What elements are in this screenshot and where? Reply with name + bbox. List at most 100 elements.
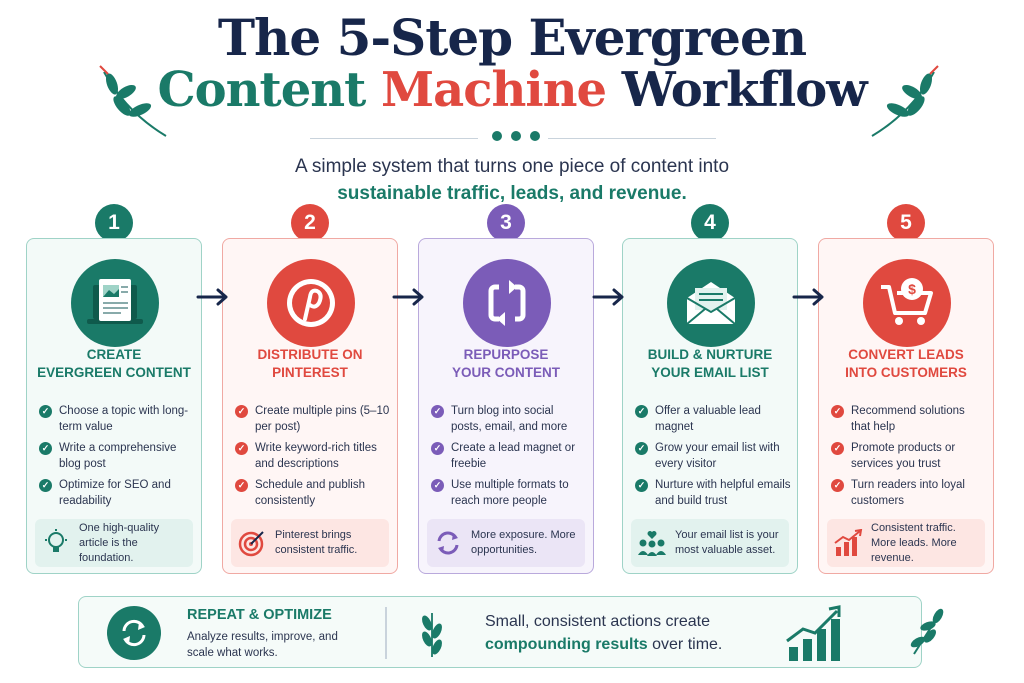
closing-quote: Small, consistent actions create compoun… (485, 610, 722, 656)
growth-chart-icon (833, 528, 863, 558)
step-title-line-2: Pinterest (272, 365, 348, 380)
step-note: One high-quality article is the foundati… (35, 519, 193, 567)
leaf-sprig-icon (422, 613, 442, 657)
checklist-item: ✓ Use multiple formats to reach more peop… (431, 477, 587, 509)
leaf-sprig-right-icon (871, 65, 939, 137)
step-checklist: ✓ Create multiple pins (5–10 per post) ✓ W… (235, 403, 391, 514)
checklist-item: ✓ Promote products or services you trust (831, 440, 987, 472)
check-icon: ✓ (431, 479, 444, 492)
people-heart-icon (637, 528, 667, 558)
step-title-line-2: Into Customers (845, 365, 967, 380)
checklist-text: Grow your email list with every visitor (655, 442, 780, 470)
check-icon: ✓ (831, 442, 844, 455)
title-line-2: Content Machine Workflow (0, 62, 1024, 118)
checklist-item: ✓ Write keyword-rich titles and descripti… (235, 440, 391, 472)
checklist-item: ✓ Turn readers into loyal customers (831, 477, 987, 509)
step-checklist: ✓Choose a topic with long-term value ✓ Wr… (39, 403, 195, 514)
checklist-text: Write keyword-rich titles and descriptio… (255, 442, 377, 470)
step-title-line-1: Repurpose (463, 347, 549, 362)
subtitle-line-2: sustainable traffic, leads, and revenue. (337, 183, 687, 204)
check-icon: ✓ (39, 442, 52, 455)
checklist-text: Write a comprehensive blog post (59, 442, 177, 470)
check-icon: ✓ (831, 405, 844, 418)
arrow-right-icon (196, 288, 228, 306)
divider-right (548, 138, 716, 139)
checklist-item: ✓Choose a topic with long-term value (39, 403, 195, 435)
step-number-1: 1 (95, 204, 133, 242)
checklist-item: ✓Grow your email list with every visitor (635, 440, 791, 472)
divider-left (310, 138, 478, 139)
step-number-5: 5 (887, 204, 925, 242)
check-icon: ✓ (635, 405, 648, 418)
step-title: Convert Leads Into Customers (819, 346, 993, 382)
subtitle-line-1: A simple system that turns one piece of … (294, 156, 730, 177)
arrow-right-icon (392, 288, 424, 306)
step-note-text: Pinterest brings consistent traffic. (275, 529, 358, 556)
leaf-sprig-corner-icon (910, 608, 944, 655)
growth-bar-chart-icon (786, 605, 841, 661)
checklist-item: ✓Optimize for SEO and readability (39, 477, 195, 509)
repeat-description: Analyze results, improve, and scale what… (187, 631, 338, 659)
step-note: More exposure. More opportunities. (427, 519, 585, 567)
quote-tail: over time. (647, 636, 723, 653)
step-note-text: Your email list is your most valuable as… (675, 529, 779, 556)
arrow-right-icon (592, 288, 624, 306)
check-icon: ✓ (39, 405, 52, 418)
arrow-right-icon (792, 288, 824, 306)
checklist-item: ✓ Create a lead magnet or freebie (431, 440, 587, 472)
step-note-text: More exposure. More opportunities. (471, 529, 576, 556)
checklist-text: Turn blog into social posts, email, and … (451, 405, 568, 433)
check-icon: ✓ (431, 442, 444, 455)
step-title-line-1: Distribute on (257, 347, 363, 362)
step-title-line-1: Build & Nurture (647, 347, 773, 362)
checklist-item: ✓ Recommend solutions that help (831, 403, 987, 435)
checklist-item: ✓ Create multiple pins (5–10 per post) (235, 403, 391, 435)
step-number-3: 3 (487, 204, 525, 242)
check-icon: ✓ (635, 479, 648, 492)
svg-text:$: $ (908, 281, 916, 297)
target-icon (237, 528, 267, 558)
repeat-optimize-banner: Repeat & Optimize Analyze results, impro… (78, 596, 922, 668)
step-title-line-2: Your Content (452, 365, 560, 380)
step-checklist: ✓ Recommend solutions that help ✓ Promote … (831, 403, 987, 514)
repeat-title: Repeat & Optimize (187, 607, 332, 623)
title-line-1: The 5-Step Evergreen (217, 8, 807, 67)
refresh-icon (433, 528, 463, 558)
step-note-text: Consistent traffic. More leads. More rev… (871, 521, 957, 564)
step-note-text: One high-quality article is the foundati… (79, 521, 160, 564)
envelope-icon (667, 259, 755, 347)
check-icon: ✓ (39, 479, 52, 492)
quote-highlight: compounding results (485, 636, 648, 653)
step-card-create: Create Evergreen Content ✓Choose a topic… (26, 238, 202, 574)
checklist-text: Use multiple formats to reach more peopl… (451, 479, 569, 507)
document-image-icon (71, 259, 159, 347)
step-title-line-2: Evergreen Content (37, 365, 191, 380)
check-icon: ✓ (235, 405, 248, 418)
quote-line-2: compounding results over time. (485, 633, 722, 656)
checklist-text: Promote products or services you trust (851, 442, 956, 470)
pinterest-icon (267, 259, 355, 347)
step-note: Your email list is your most valuable as… (631, 519, 789, 567)
shopping-cart-dollar-icon: $ (863, 259, 951, 347)
checklist-text: Turn readers into loyal customers (851, 479, 965, 507)
checklist-text: Recommend solutions that help (851, 405, 965, 433)
quote-line-1: Small, consistent actions create (485, 613, 710, 630)
checklist-item: ✓ Turn blog into social posts, email, and… (431, 403, 587, 435)
step-title: Build & Nurture Your Email List (623, 346, 797, 382)
step-card-repurpose: Repurpose Your Content ✓ Turn blog into s… (418, 238, 594, 574)
checklist-text: Create a lead magnet or freebie (451, 442, 576, 470)
check-icon: ✓ (431, 405, 444, 418)
step-card-convert: $ Convert Leads Into Customers ✓ Recommen… (818, 238, 994, 574)
check-icon: ✓ (235, 442, 248, 455)
step-title-line-2: Your Email List (651, 365, 769, 380)
step-title: Create Evergreen Content (27, 346, 201, 382)
checklist-item: ✓Offer a valuable lead magnet (635, 403, 791, 435)
step-card-email: Build & Nurture Your Email List ✓Offer a… (622, 238, 798, 574)
checklist-text: Create multiple pins (5–10 per post) (255, 405, 390, 433)
cycle-arrows-icon (107, 606, 161, 660)
repurpose-arrows-icon (463, 259, 551, 347)
check-icon: ✓ (235, 479, 248, 492)
check-icon: ✓ (831, 479, 844, 492)
checklist-item: ✓ Write a comprehensive blog post (39, 440, 195, 472)
title-word-machine: Machine (381, 62, 607, 118)
